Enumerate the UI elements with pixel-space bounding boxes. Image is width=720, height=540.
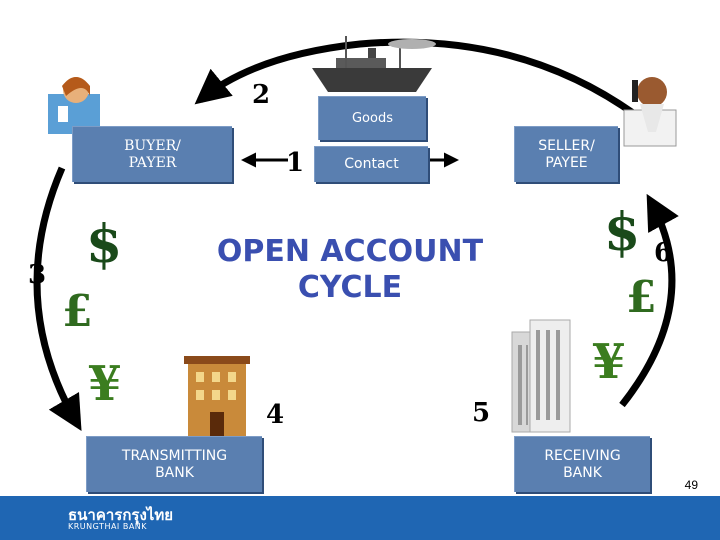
bank-name-thai: ธนาคารกรุงไทย	[68, 506, 174, 524]
contact-box: Contact	[314, 146, 428, 182]
seller-payee-box: SELLER/ PAYEE	[514, 126, 618, 182]
bank-name-english: KRUNGTHAI BANK	[68, 522, 148, 531]
arrow-seller-to-buyer	[194, 38, 643, 121]
step-1-label: 1	[286, 148, 305, 178]
transmitting-bank-building-icon	[184, 356, 250, 436]
step-3-label: 3	[28, 260, 47, 290]
diagram-title: OPEN ACCOUNT CYCLE	[216, 234, 484, 305]
arrow-buyer-to-transmitting	[33, 166, 82, 432]
ship-icon	[312, 36, 436, 92]
step-5-label: 5	[472, 398, 491, 428]
seller-person-icon	[623, 77, 677, 147]
yen-symbol-right: ¥	[592, 334, 626, 390]
pound-symbol-right: £	[626, 272, 657, 323]
step-6-label: 6	[654, 238, 673, 268]
dollar-symbol-right: $	[604, 202, 641, 263]
arrow-receiving-to-seller	[619, 193, 679, 408]
buyer-payer-box: BUYER/ PAYER	[72, 126, 232, 182]
transmitting-bank-box: TRANSMITTING BANK	[86, 436, 262, 492]
page-number: 49	[684, 478, 698, 492]
yen-symbol-left: ¥	[88, 356, 122, 412]
receiving-bank-box: RECEIVING BANK	[514, 436, 650, 492]
pound-symbol-left: £	[62, 286, 93, 337]
step-4-label: 4	[266, 400, 285, 430]
footer-bar	[0, 496, 720, 540]
receiving-bank-building-icon	[511, 319, 571, 433]
step-2-label: 2	[252, 80, 271, 110]
dollar-symbol-left: $	[86, 214, 123, 275]
goods-box: Goods	[318, 96, 426, 140]
